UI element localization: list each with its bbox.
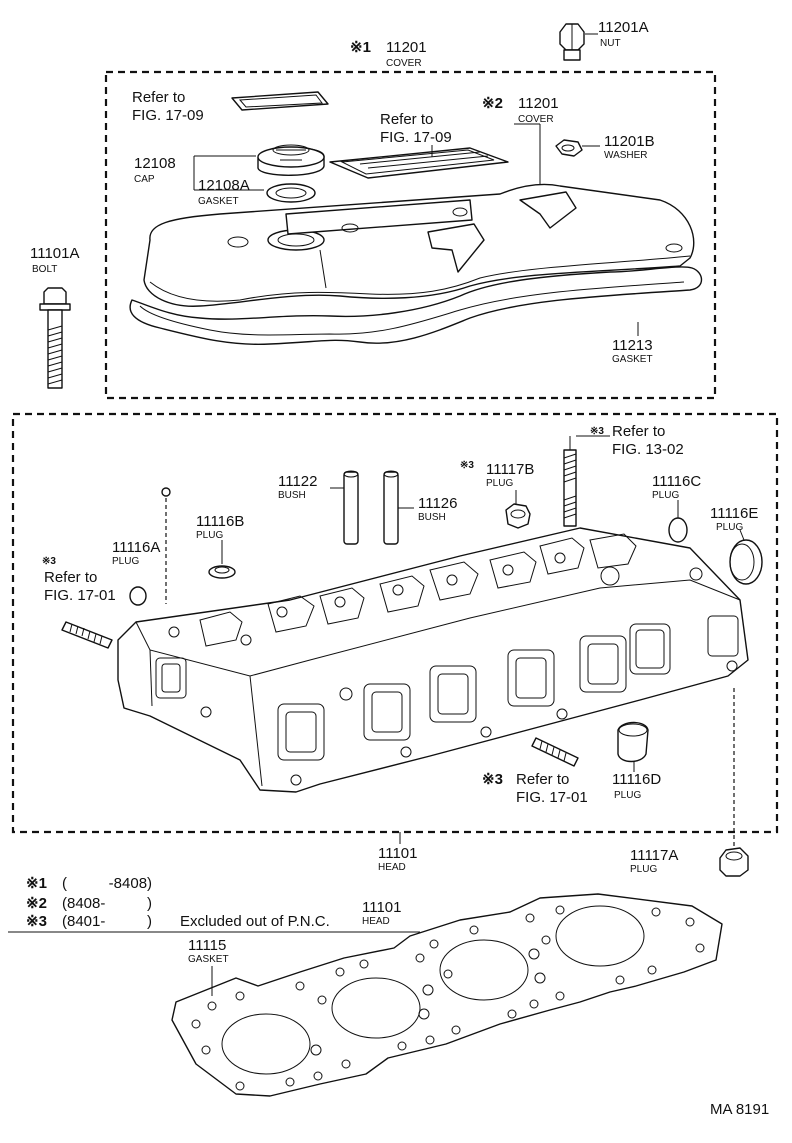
washer-number: 11201B <box>604 133 655 150</box>
head-number: 11101 <box>378 845 418 862</box>
stud-icon <box>563 449 577 527</box>
plug-11117b-number: 11117B <box>486 461 534 478</box>
footnote-3-range: (8401- ) <box>62 913 152 930</box>
ref-1302-line1: Refer to <box>612 423 665 440</box>
cylinder-head-icon <box>117 527 749 793</box>
plug-11116b-number: 11116B <box>196 513 244 530</box>
small-gasket-icon <box>231 91 329 111</box>
plug-11116b-icon <box>208 565 236 579</box>
plug-11116d-number: 11116D <box>612 771 661 788</box>
bush-11126-name: BUSH <box>418 512 446 523</box>
oil-cap-icon <box>257 144 325 176</box>
plug-11116d-icon <box>617 721 649 763</box>
cap-gasket-name: GASKET <box>198 196 239 207</box>
cover-group-box <box>104 70 717 400</box>
cover2-mark: ※2 <box>482 95 503 112</box>
washer-icon <box>555 139 583 157</box>
nut-icon <box>559 23 585 61</box>
pin-11116a-icon <box>129 487 171 606</box>
plug-11117b-mark: ※3 <box>460 460 474 471</box>
cap-number: 12108 <box>134 155 176 172</box>
ref-1701-b-line2: FIG. 17-01 <box>516 789 588 806</box>
head-gasket-name: GASKET <box>188 954 229 965</box>
ref-1302-line2: FIG. 13-02 <box>612 441 684 458</box>
head-group-box <box>11 412 779 834</box>
bolt-name: BOLT <box>32 264 57 275</box>
nut-name: NUT <box>600 38 621 49</box>
plug-11116e-name: PLUG <box>716 522 743 533</box>
head-gasket-icon <box>171 893 723 1097</box>
cover1-mark: ※1 <box>350 39 371 56</box>
plug-11117a-name: PLUG <box>630 864 657 875</box>
ref-1709-b-line2: FIG. 17-09 <box>380 129 452 146</box>
cap-name: CAP <box>134 174 155 185</box>
stud-left-icon <box>61 621 113 649</box>
plug-11117b-name: PLUG <box>486 478 513 489</box>
footnote-1-range: ( -8408) <box>62 875 152 892</box>
head-gasket-number: 11115 <box>188 937 226 954</box>
plug-11116d-name: PLUG <box>614 790 641 801</box>
washer-name: WASHER <box>604 150 648 161</box>
plug-11116e-number: 11116E <box>710 505 758 522</box>
plug-11116b-name: PLUG <box>196 530 223 541</box>
footnote-1-mark: ※1 <box>26 875 47 892</box>
nut-number: 11201A <box>598 19 649 36</box>
ref-1701-a-line1: Refer to <box>44 569 97 586</box>
cover2-name: COVER <box>518 114 554 125</box>
footnote-3-text: Excluded out of P.N.C. <box>180 913 330 930</box>
plug-11116a-name: PLUG <box>112 556 139 567</box>
valve-cover-icon <box>143 183 695 307</box>
bush-11122-number: 11122 <box>278 473 318 490</box>
head-name: HEAD <box>378 862 406 873</box>
ref-1302-mark: ※3 <box>590 426 604 437</box>
footnote-3-name: HEAD <box>362 916 390 927</box>
ref-1709-a-line1: Refer to <box>132 89 185 106</box>
cover1-number: 11201 <box>386 39 427 56</box>
cover-gasket-name: GASKET <box>612 354 653 365</box>
plug-11116a-number: 11116A <box>112 539 160 556</box>
cover2-number: 11201 <box>518 95 559 112</box>
plug-11117a-icon <box>719 847 749 877</box>
plug-11117b-icon <box>505 503 531 529</box>
cap-gasket-number: 12108A <box>198 177 250 194</box>
bush-11122-icon <box>343 470 359 545</box>
ref-1709-a-line2: FIG. 17-09 <box>132 107 204 124</box>
ref-1701-a-line2: FIG. 17-01 <box>44 587 116 604</box>
diagram-id: MA 8191 <box>710 1101 769 1118</box>
footnote-2-mark: ※2 <box>26 895 47 912</box>
bush-11126-icon <box>383 470 399 545</box>
plug-11117a-number: 11117A <box>630 847 678 864</box>
breather-plate-icon <box>329 147 509 179</box>
plug-11116c-icon <box>668 517 688 543</box>
ref-1701-b-line1: Refer to <box>516 771 569 788</box>
bolt-number: 11101A <box>30 245 80 262</box>
cap-gasket-icon <box>266 183 316 203</box>
footnote-3-number: 11101 <box>362 899 402 916</box>
plug-11116c-number: 11116C <box>652 473 701 490</box>
cover-gasket-icon <box>129 266 703 346</box>
plug-11116c-name: PLUG <box>652 490 679 501</box>
bush-11126-number: 11126 <box>418 495 458 512</box>
stud-lower-icon <box>531 737 579 767</box>
bolt-icon <box>39 287 71 389</box>
bush-11122-name: BUSH <box>278 490 306 501</box>
ref-1701-a-mark: ※3 <box>42 556 56 567</box>
ref-1709-b-line1: Refer to <box>380 111 433 128</box>
footnote-3-mark: ※3 <box>26 913 47 930</box>
plug-11116e-icon <box>729 539 763 585</box>
footnote-2-range: (8408- ) <box>62 895 152 912</box>
cover1-name: COVER <box>386 58 422 69</box>
ref-1701-b-mark: ※3 <box>482 771 503 788</box>
cover-gasket-number: 11213 <box>612 337 653 354</box>
